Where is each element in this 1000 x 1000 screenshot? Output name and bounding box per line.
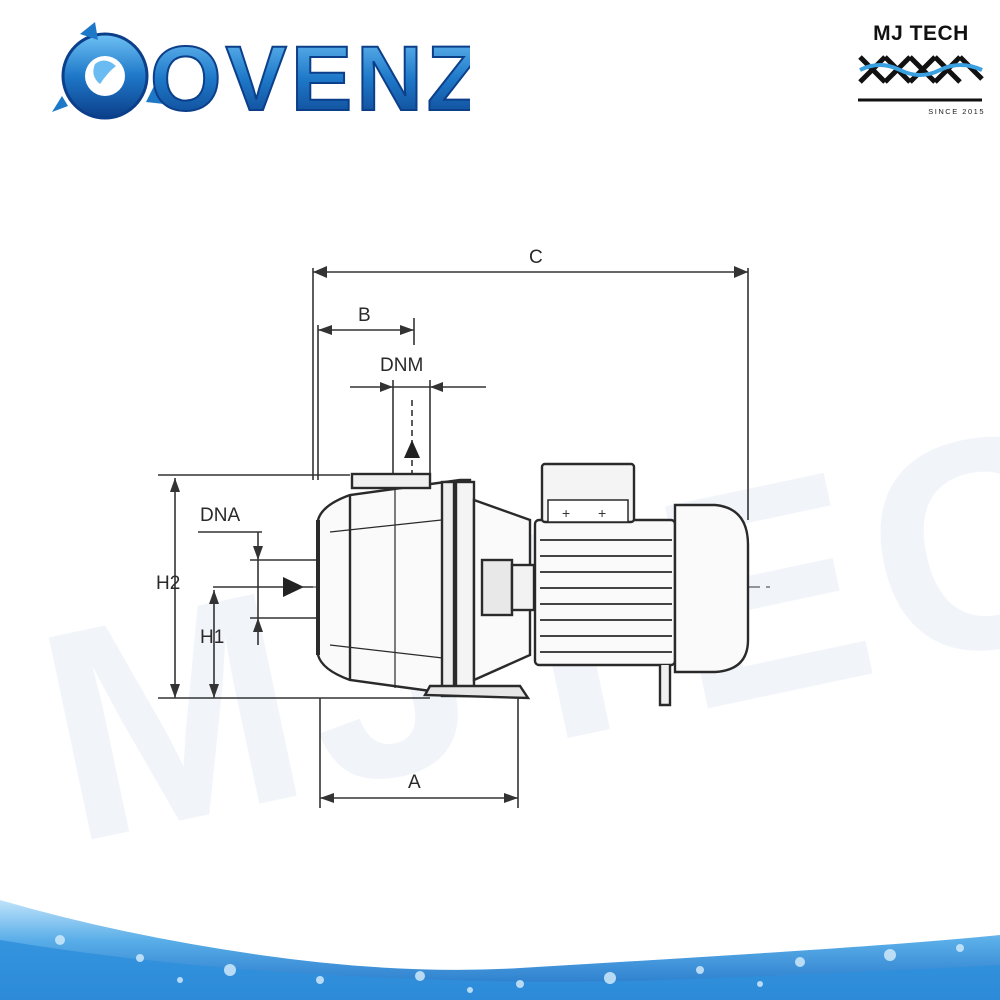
label-b: B — [358, 305, 371, 326]
label-h1: H1 — [200, 627, 225, 648]
label-dna: DNA — [200, 505, 241, 526]
water-swirl-icon — [52, 22, 164, 120]
pump-body: + + — [316, 462, 750, 707]
ovenz-logo: OVENZ — [52, 22, 470, 129]
water-splash-footer — [0, 900, 1000, 1000]
svg-text:+: + — [598, 505, 606, 521]
label-a: A — [408, 772, 421, 793]
label-dnm: DNM — [380, 355, 424, 376]
mj-tech-tagline: SINCE 2015 — [928, 107, 985, 116]
label-c: C — [529, 247, 543, 268]
label-h2: H2 — [156, 573, 181, 594]
svg-text:+: + — [562, 505, 570, 521]
mj-tech-title: MJ TECH — [873, 22, 969, 45]
ovenz-wordmark: OVENZ — [150, 28, 470, 129]
wave-lattice-icon — [858, 55, 984, 102]
